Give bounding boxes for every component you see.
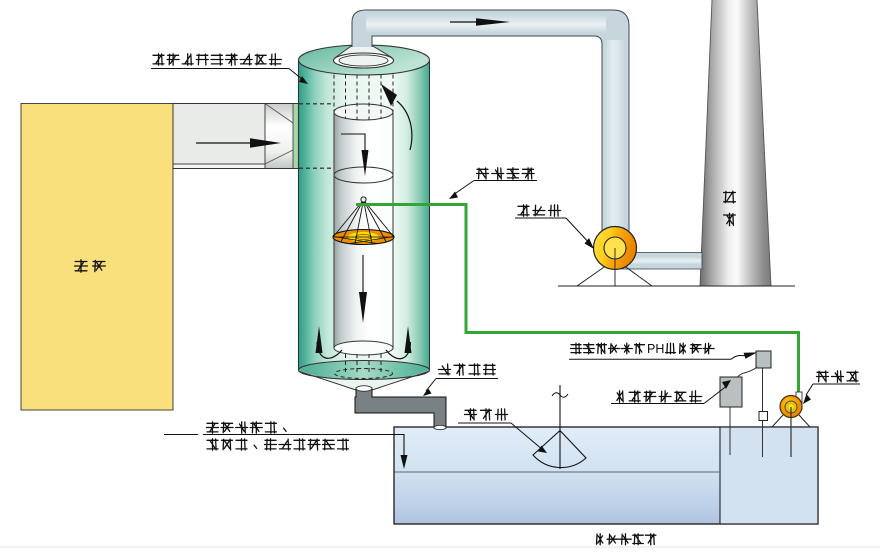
svg-text:PH: PH	[647, 342, 664, 356]
